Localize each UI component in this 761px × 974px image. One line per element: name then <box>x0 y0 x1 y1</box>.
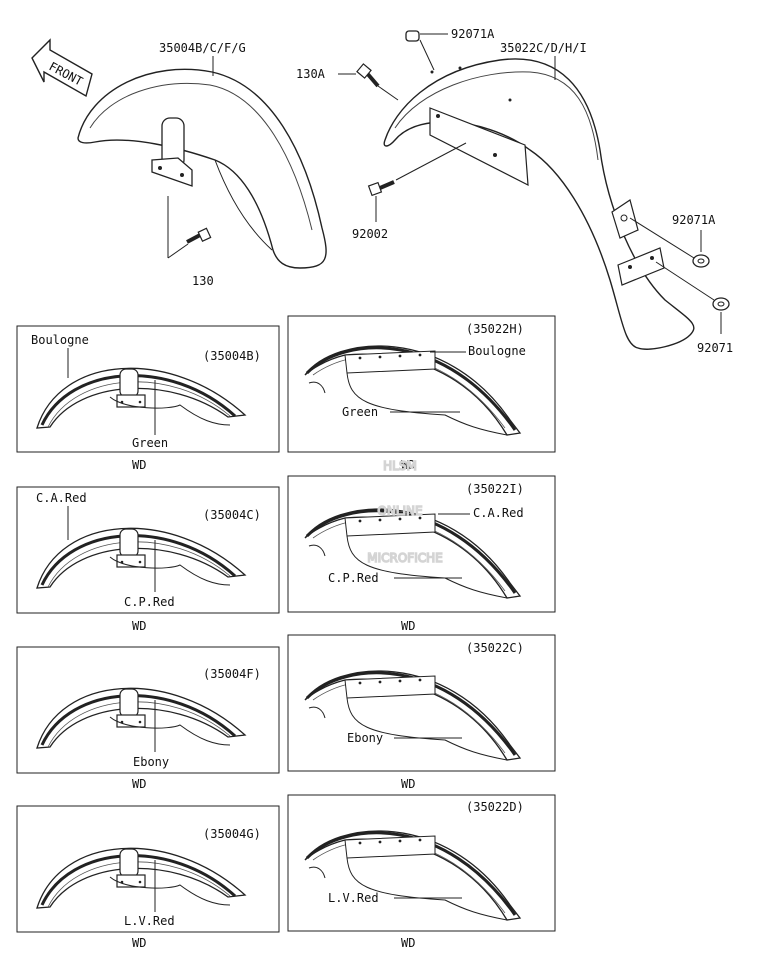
panel-part-code: (35022D) <box>466 800 524 814</box>
panel-lower-color: Green <box>342 405 378 419</box>
cap-92071-icon <box>712 297 730 311</box>
panel-suffix: WD <box>132 777 146 791</box>
panel-part-code: (35004G) <box>203 827 261 841</box>
panel-suffix: WD <box>401 777 415 791</box>
panel-part-code: (35004B) <box>203 349 261 363</box>
panel-part-code: (35004C) <box>203 508 261 522</box>
cap-92071A-top-label: 92071A <box>451 27 495 41</box>
panel-lower-color: L.V.Red <box>328 891 379 905</box>
panel-upper-color: C.A.Red <box>36 491 87 505</box>
watermark-line-3: MICROFICHE <box>367 551 442 565</box>
front-arrow-icon: FRONT <box>31 38 93 98</box>
panel-suffix: WD <box>401 619 415 633</box>
panel-35022I: (35022I) C.A.Red C.P.Red <box>287 475 556 613</box>
rear-fender-part-number: 35022C/D/H/I <box>500 41 587 55</box>
panel-suffix: WD <box>132 458 146 472</box>
panel-35004C: C.A.Red (35004C) C.P.Red <box>16 486 280 614</box>
bolt-130-icon <box>186 227 212 244</box>
bolt-130A-icon <box>356 63 380 88</box>
panel-suffix: WD <box>401 936 415 950</box>
bolt-92002-icon <box>367 180 395 197</box>
watermark-line-1: HLSM <box>383 459 417 473</box>
panel-35004G: (35004G) L.V.Red <box>16 805 280 933</box>
rear-fender-drawing <box>383 58 695 350</box>
panel-part-code: (35022C) <box>466 641 524 655</box>
front-fender-part-number: 35004B/C/F/G <box>159 41 246 55</box>
panel-lower-color: C.P.Red <box>124 595 175 609</box>
panel-part-code: (35022H) <box>466 322 524 336</box>
bolt-92002-label: 92002 <box>352 227 388 241</box>
panel-35004B: Boulogne (35004B) Green <box>16 325 280 453</box>
watermark-line-2: ONLINE <box>377 504 422 518</box>
panel-upper-color: Boulogne <box>31 333 89 347</box>
watermark: HLSM ONLINE MICROFICHE <box>367 458 444 565</box>
cap-92071A-right-label: 92071A <box>672 213 716 227</box>
panel-lower-color: Ebony <box>347 731 383 745</box>
panel-upper-color: Boulogne <box>468 344 526 358</box>
panel-upper-color: C.A.Red <box>473 506 524 520</box>
panel-part-code: (35022I) <box>466 482 524 496</box>
panel-35022D: (35022D) L.V.Red <box>287 794 556 932</box>
panel-lower-color: Ebony <box>133 755 169 769</box>
panel-35004F: (35004F) Ebony <box>16 646 280 774</box>
panel-lower-color: L.V.Red <box>124 914 175 928</box>
panel-lower-color: C.P.Red <box>328 571 379 585</box>
cap-92071A-right-icon <box>692 254 710 268</box>
panel-suffix: WD <box>132 936 146 950</box>
cap-92071-label: 92071 <box>697 341 733 355</box>
panel-suffix: WD <box>132 619 146 633</box>
bolt-130A-label: 130A <box>296 67 326 81</box>
panel-35022H: (35022H) Boulogne Green <box>287 315 556 453</box>
panel-35022C: (35022C) Ebony <box>287 634 556 772</box>
cap-92071A-top-icon <box>405 30 420 42</box>
panel-part-code: (35004F) <box>203 667 261 681</box>
front-fender-drawing <box>77 68 327 269</box>
panel-suffix: WD <box>401 458 415 472</box>
bolt-130-label: 130 <box>192 274 214 288</box>
panel-lower-color: Green <box>132 436 168 450</box>
